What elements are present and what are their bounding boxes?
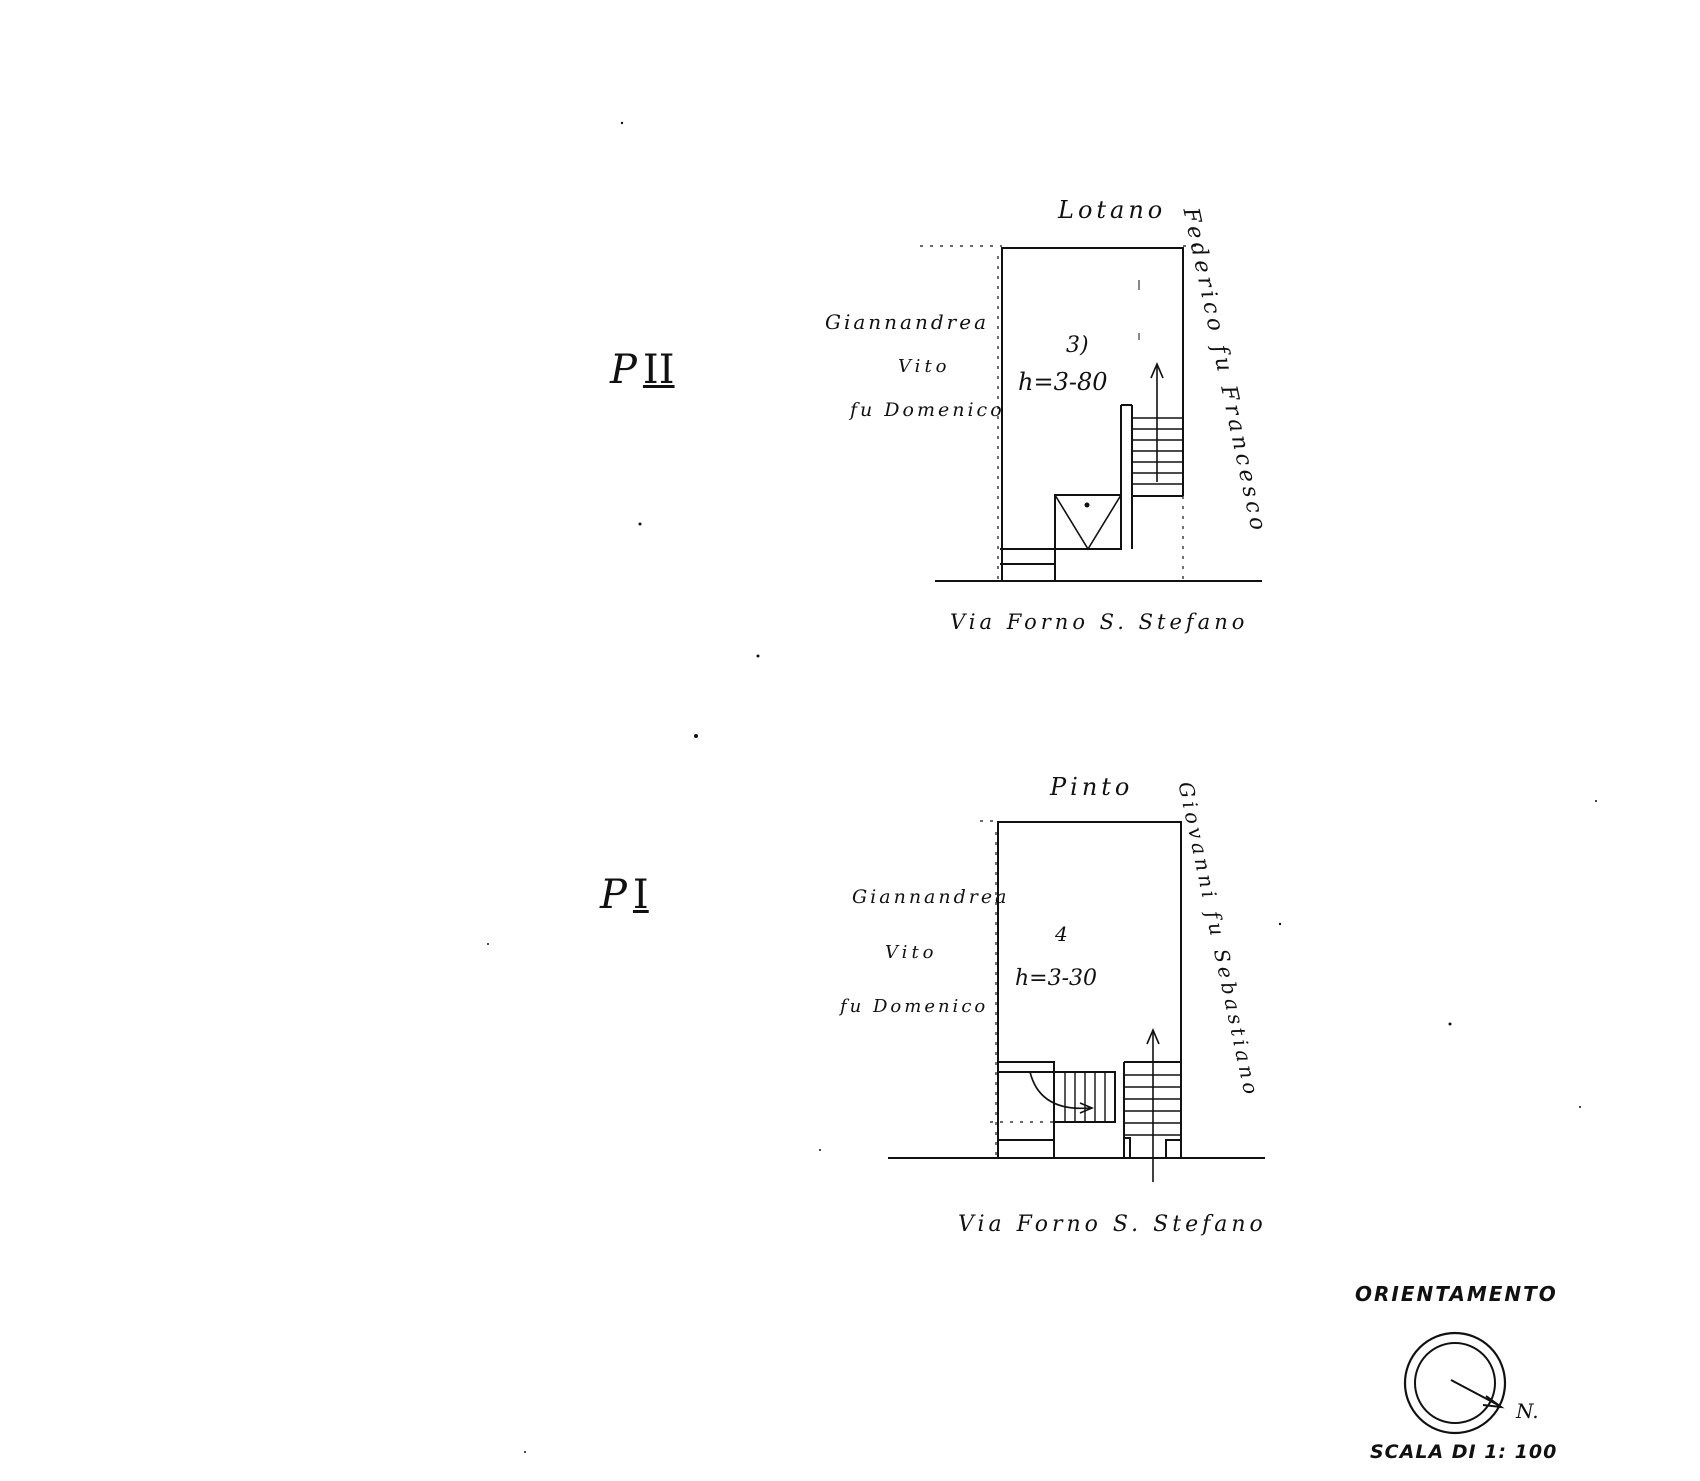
floor-i-walls [997, 821, 1182, 1158]
scan-specks [487, 121, 1597, 1453]
scale-label: SCALA DI 1: 100 [1370, 1441, 1558, 1463]
floor-ii-west-neighbor-line3: fu Domenico [850, 399, 1005, 421]
floor-i-curved-staircase [998, 1071, 1116, 1123]
floor-i-west-neighbor-line3: fu Domenico [840, 996, 989, 1017]
north-arrow-icon [1450, 1379, 1501, 1407]
floor-i-west-neighbor-line1: Giannandrea [852, 886, 1010, 908]
floor-ii-height: h=3-80 [1018, 368, 1108, 396]
floor-i-west-neighbor-line2: Vito [885, 942, 938, 963]
floor-i-room-number: 4 [1055, 922, 1068, 946]
floor-i-plan [888, 820, 1265, 1182]
floor-ii-north-neighbor: Lotano [1058, 196, 1167, 224]
floor-i-number: I [632, 872, 649, 918]
floor-ii-street: Via Forno S. Stefano [950, 610, 1249, 634]
floor-ii-walls [1001, 247, 1184, 581]
north-label: N. [1516, 1399, 1539, 1423]
floor-ii-staircase [1120, 361, 1183, 549]
floor-i-straight-staircase [1123, 1027, 1181, 1182]
floor-i-north-neighbor: Pinto [1050, 773, 1134, 801]
floor-ii-number: II [642, 347, 675, 393]
floor-ii-room-number: 3) [1066, 333, 1089, 358]
floor-ii-west-neighbor-line1: Giannandrea [825, 310, 989, 334]
floor-ii-letter: P [610, 347, 637, 393]
floor-ii-west-neighbor-line2: Vito [898, 356, 951, 377]
orientation-title: ORIENTAMENTO [1355, 1282, 1558, 1306]
orientation-compass [1403, 1331, 1507, 1435]
floor-i-letter: P [600, 872, 627, 918]
floor-ii-plan [920, 245, 1262, 582]
floor-i-height: h=3-30 [1015, 966, 1098, 991]
floor-i-street: Via Forno S. Stefano [958, 1212, 1267, 1237]
